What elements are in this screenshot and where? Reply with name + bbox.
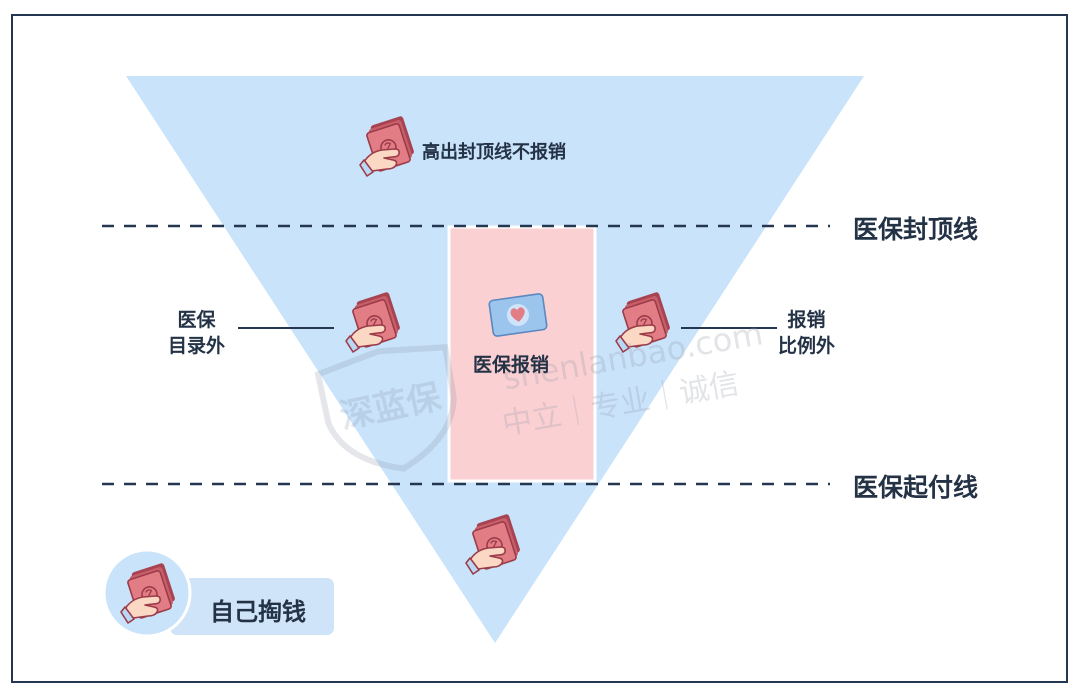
above-cap-label: 高出封顶线不报销 bbox=[422, 142, 566, 163]
legend-label-bg bbox=[170, 578, 334, 635]
deductible-line-label: 医保起付线 bbox=[853, 473, 979, 502]
insurance-card-icon bbox=[488, 293, 548, 337]
out-of-catalog-line2: 目录外 bbox=[168, 335, 226, 357]
cap-line-label: 医保封顶线 bbox=[853, 215, 979, 244]
out-of-ratio-label: 报销 比例外 bbox=[778, 307, 835, 359]
reimbursed-zone-label: 医保报销 bbox=[473, 354, 550, 376]
out-of-catalog-line1: 医保 bbox=[177, 309, 216, 331]
legend-label: 自己掏钱 bbox=[210, 598, 306, 626]
out-of-catalog-label: 医保 目录外 bbox=[168, 307, 225, 359]
out-of-ratio-line1: 报销 bbox=[787, 309, 826, 331]
reimbursed-zone bbox=[447, 225, 597, 483]
out-of-ratio-line2: 比例外 bbox=[778, 335, 836, 357]
